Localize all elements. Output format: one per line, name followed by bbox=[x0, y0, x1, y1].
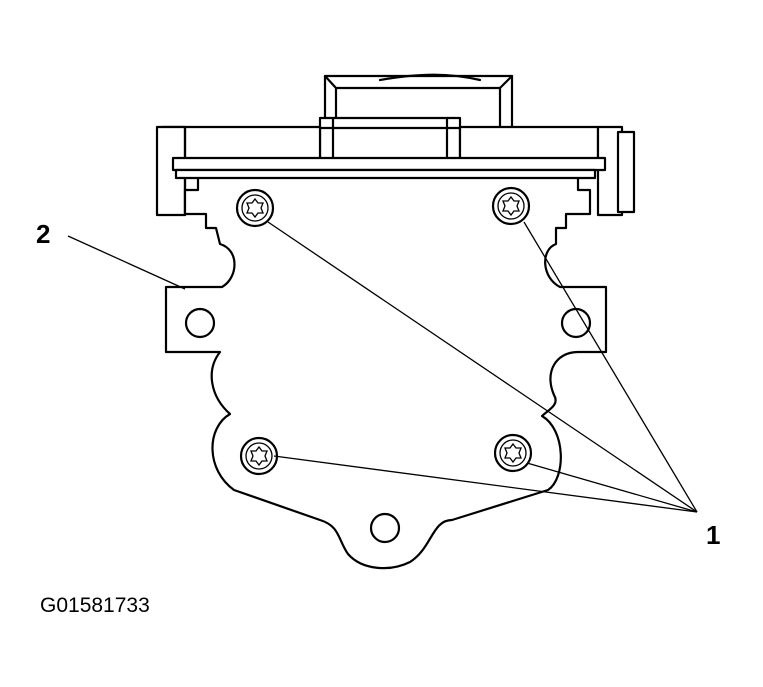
leader-line-callout-2 bbox=[67, 235, 186, 290]
leader-lines-callout-1 bbox=[267, 221, 698, 513]
figure-id-label: G01581733 bbox=[40, 594, 150, 617]
torx-screw-bottom-right bbox=[493, 433, 533, 473]
mounting-hole-left bbox=[184, 307, 216, 339]
callout-label-1: 1 bbox=[706, 520, 721, 550]
mounting-hole-bottom bbox=[369, 512, 401, 544]
upper-flange bbox=[155, 125, 636, 217]
callout-label-2: 2 bbox=[36, 219, 51, 249]
main-housing bbox=[164, 168, 608, 570]
connector-housing bbox=[318, 73, 514, 164]
torx-screw-top-left bbox=[235, 188, 275, 228]
torx-screw-top-right bbox=[491, 186, 531, 226]
